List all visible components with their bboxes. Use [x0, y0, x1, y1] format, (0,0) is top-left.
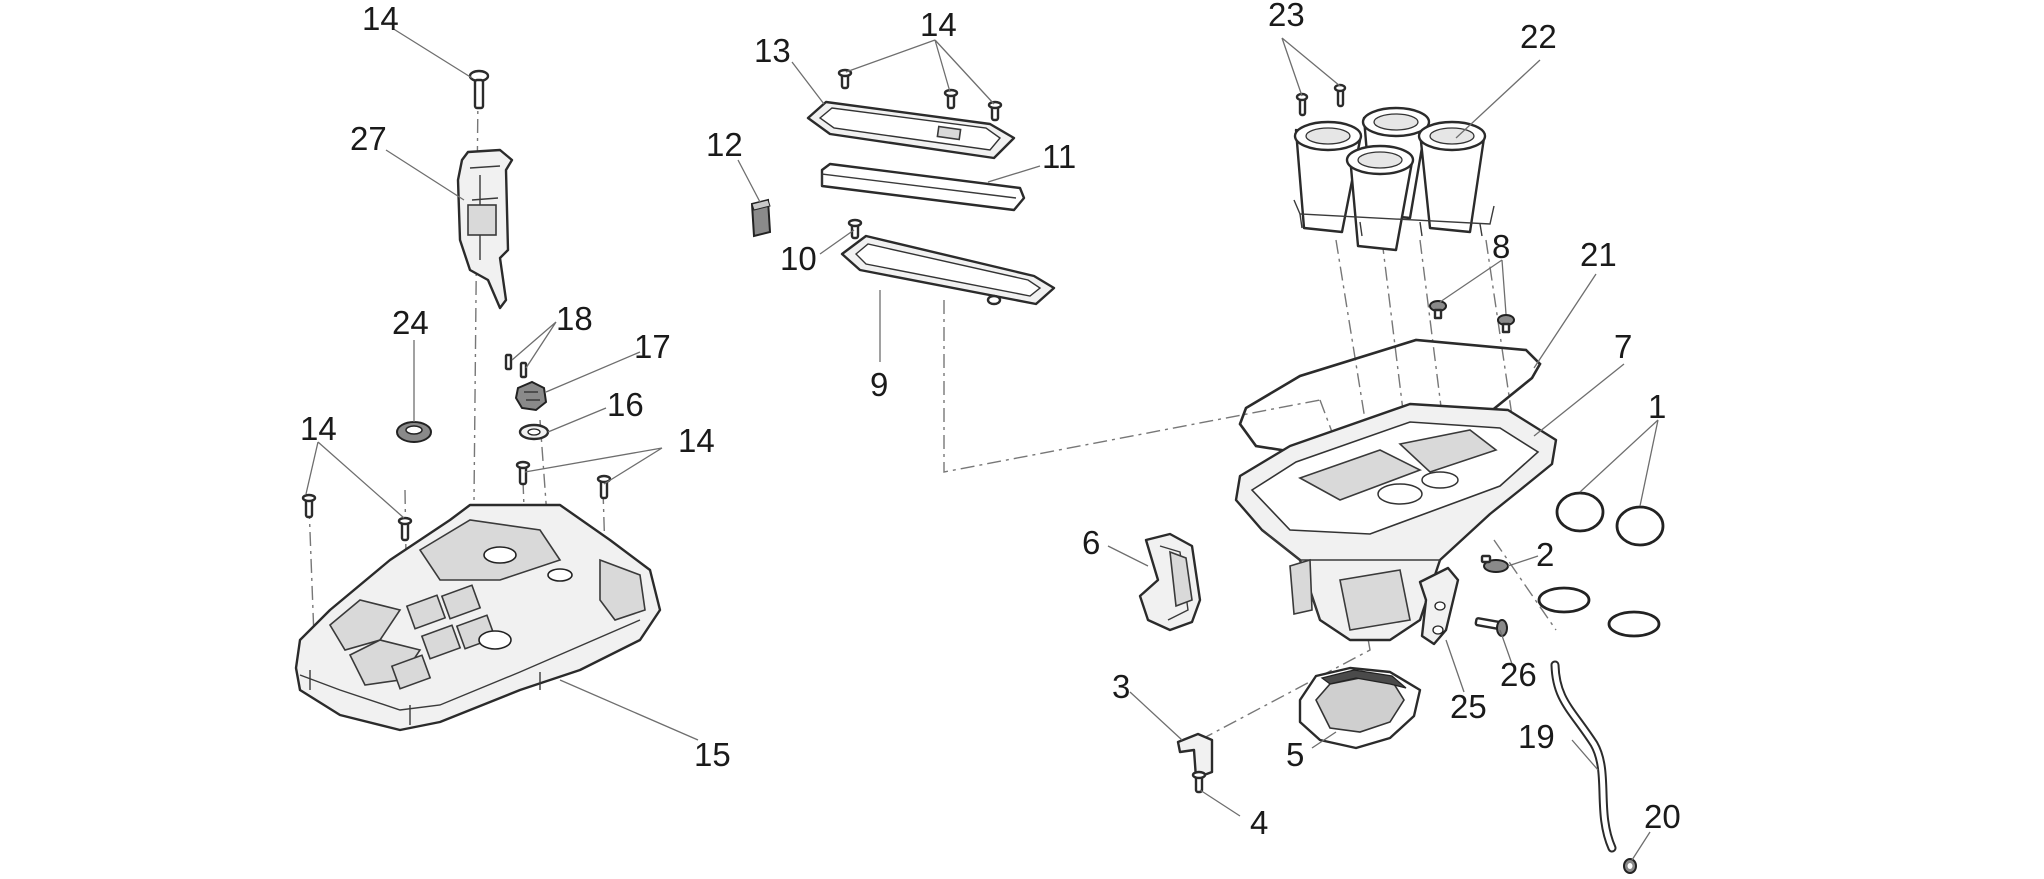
screws-14-cover: [301, 460, 612, 542]
callout-9: 9: [870, 366, 888, 403]
callout-17: 17: [634, 328, 671, 365]
callout-26: 26: [1500, 656, 1537, 693]
callout-14: 14: [300, 410, 337, 447]
callout-15: 15: [694, 736, 731, 773]
grommet-24: [396, 421, 432, 443]
callout-25: 25: [1450, 688, 1487, 725]
callout-13: 13: [754, 32, 791, 69]
callout-8: 8: [1492, 228, 1510, 265]
callout-2: 2: [1536, 536, 1554, 573]
bracket-3: [1176, 732, 1214, 780]
callout-14: 14: [678, 422, 715, 459]
hose-19: [1550, 660, 1617, 853]
callout-23: 23: [1268, 0, 1305, 33]
fasteners-8: [1429, 300, 1515, 334]
block-12: [750, 198, 772, 238]
screws-23: [1295, 83, 1347, 117]
callout-21: 21: [1580, 236, 1617, 273]
callout-3: 3: [1112, 668, 1130, 705]
airbox-body-7: [1234, 402, 1558, 642]
callout-7: 7: [1614, 328, 1632, 365]
callout-16: 16: [607, 386, 644, 423]
callout-24: 24: [392, 304, 429, 341]
intake-funnels-22: [1293, 106, 1495, 252]
callout-14: 14: [920, 6, 957, 43]
leader-lines: [305, 27, 1659, 861]
callout-numbers: 14 27 24 18 17 16 14 14 15 13 14 11 12 1…: [300, 0, 1681, 841]
airbox-cover-15: [294, 503, 662, 732]
screws-14-frame: [837, 68, 1003, 122]
rubber-boot-5: [1298, 666, 1422, 750]
callout-27: 27: [350, 120, 387, 157]
callout-11: 11: [1042, 138, 1076, 175]
sensor-17: [514, 380, 548, 412]
screw-4: [1191, 770, 1207, 794]
callout-22: 22: [1520, 18, 1557, 55]
screw-10: [847, 218, 863, 240]
o-rings-1: [1537, 491, 1665, 638]
callout-5: 5: [1286, 736, 1304, 773]
bracket-27: [456, 148, 514, 310]
screws-18: [504, 353, 528, 379]
screw-14-top: [468, 69, 490, 110]
air-filter-11: [820, 162, 1026, 212]
filter-frame-9: [840, 234, 1056, 306]
clip-2: [1480, 554, 1509, 573]
callout-12: 12: [706, 126, 743, 163]
duct-6: [1138, 532, 1202, 632]
callout-10: 10: [780, 240, 817, 277]
callout-19: 19: [1518, 718, 1555, 755]
bolt-26: [1474, 617, 1508, 637]
callout-14: 14: [362, 0, 399, 37]
callout-18: 18: [556, 300, 593, 337]
callout-20: 20: [1644, 798, 1681, 835]
callout-1: 1: [1648, 388, 1666, 425]
callout-6: 6: [1082, 524, 1100, 561]
bracket-25: [1418, 566, 1460, 646]
washer-16: [518, 423, 550, 441]
callout-4: 4: [1250, 804, 1268, 841]
filter-frame-13: [806, 100, 1016, 160]
clamp-20: [1623, 858, 1637, 874]
